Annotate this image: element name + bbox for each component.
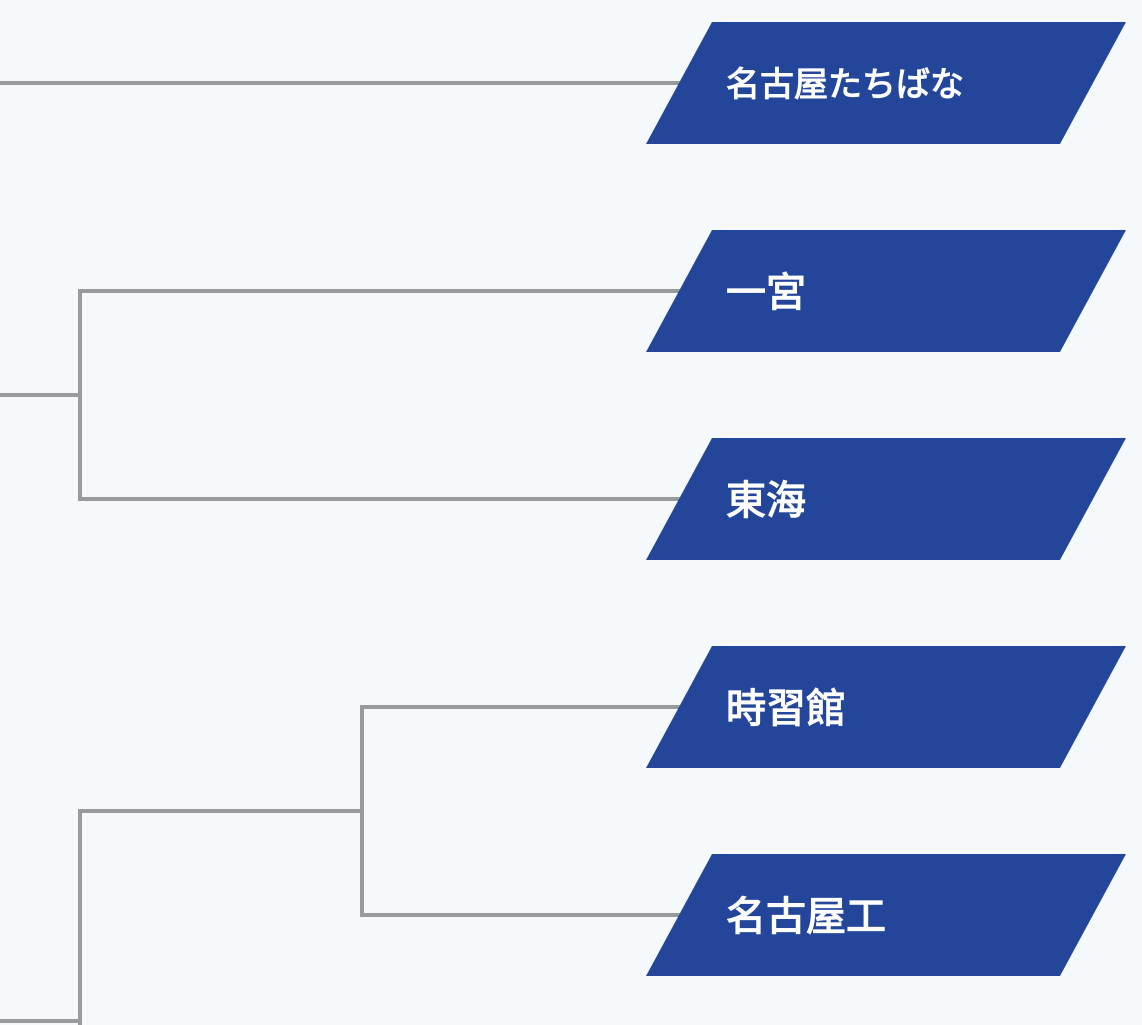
team-tag-2[interactable]: 一宮: [646, 230, 1126, 352]
team-tag-shape: [646, 438, 1126, 560]
team-name: 名古屋工: [726, 894, 886, 940]
team-tag-shape: [646, 22, 1126, 144]
team-name: 時習館: [726, 686, 846, 732]
team-name: 名古屋たちばな: [726, 65, 964, 105]
team-name: 東海: [726, 478, 806, 524]
team-tag-shape: [646, 854, 1126, 976]
team-name: 一宮: [726, 270, 806, 316]
team-tag-shape: [646, 646, 1126, 768]
team-tag-4[interactable]: 時習館: [646, 646, 1126, 768]
team-tag-5[interactable]: 名古屋工: [646, 854, 1126, 976]
team-tag-3[interactable]: 東海: [646, 438, 1126, 560]
bracket-lines: [0, 81, 690, 1025]
team-tag-shape: [646, 230, 1126, 352]
team-tag-1[interactable]: 名古屋たちばな: [646, 22, 1126, 144]
